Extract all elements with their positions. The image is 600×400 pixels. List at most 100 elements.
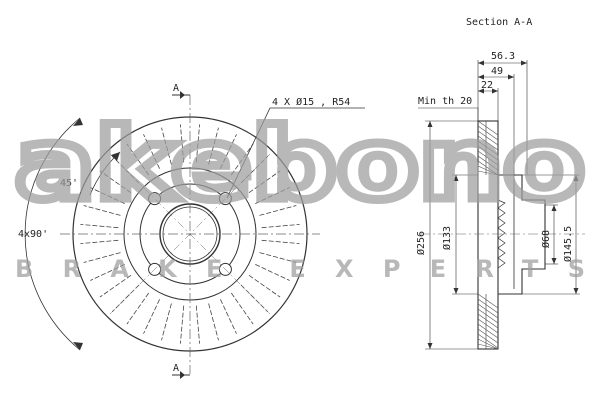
dim-outer-diameter-label: Ø256 <box>415 231 427 255</box>
vent-slot <box>143 299 160 334</box>
vent-slot <box>90 187 125 204</box>
vent-slot <box>220 134 237 169</box>
hatch-line <box>477 120 499 136</box>
bolt-pattern-leader <box>226 107 365 199</box>
dim-overall-arrow-r <box>521 60 527 66</box>
vent-slot <box>99 170 132 194</box>
vent-slot <box>240 284 269 313</box>
division-arc-arrow-bottom <box>73 342 83 350</box>
vent-slot <box>83 252 121 263</box>
vent-slot <box>195 305 200 344</box>
vent-slot <box>261 239 300 244</box>
dim-center-bore-label: Ø68 <box>540 230 552 248</box>
vent-slot <box>195 124 200 163</box>
vent-slot <box>259 252 297 263</box>
vent-slot <box>126 292 150 325</box>
front-view <box>24 91 365 379</box>
division-angle-arc <box>24 117 81 351</box>
section-marker-top-arrow <box>180 91 185 99</box>
hatch-line <box>477 125 499 141</box>
vent-slot <box>180 305 185 344</box>
dim-outer-arrow-t <box>427 121 433 127</box>
hatch-line <box>477 298 499 314</box>
hatch-line <box>477 140 499 156</box>
division-arc-arrow-top <box>73 118 83 126</box>
hatch-line <box>477 145 499 161</box>
dim-hub-arrow-t <box>453 175 459 181</box>
dim-thickness-arrow-l <box>478 88 484 94</box>
vent-slot <box>99 274 132 298</box>
dim-hub-arrow-b <box>453 288 459 294</box>
watermark: akebono BRAKE EXPERTS <box>11 104 590 284</box>
section-marker-bottom-label: A <box>173 363 179 374</box>
hatch-line <box>477 338 499 350</box>
vent-slot <box>126 143 150 176</box>
vent-slot <box>220 299 237 334</box>
hatch-line <box>477 313 499 329</box>
dim-outer-arrow-b <box>427 343 433 349</box>
hatch-line <box>477 328 499 344</box>
ventilation-slots <box>80 124 300 344</box>
vent-slot <box>230 292 254 325</box>
vent-slot <box>208 303 219 341</box>
min-thickness-leader <box>418 107 479 121</box>
vent-slot <box>111 284 140 313</box>
hatch-line <box>477 323 499 339</box>
dim-hub-diameter-label: Ø133 <box>441 226 453 250</box>
hatch-line <box>477 150 499 166</box>
min-thickness-label: Min th 20 <box>418 96 472 107</box>
vent-slot <box>248 274 281 298</box>
vent-slot <box>143 134 160 169</box>
dim-bore-arrow-t <box>551 205 557 211</box>
diagonal-centerline-b <box>109 153 271 315</box>
vent-slot <box>80 224 119 229</box>
vent-slot <box>161 303 172 341</box>
bolt-pattern-label: 4 X Ø15 , R54 <box>272 96 350 108</box>
vent-slot <box>261 224 300 229</box>
watermark-brand: akebono <box>15 108 585 222</box>
section-view <box>418 60 585 350</box>
hatch-line <box>477 130 499 146</box>
hatch-line <box>477 303 499 319</box>
hatch-line <box>477 165 499 176</box>
dim-thickness-label: 22 <box>481 80 493 91</box>
hatch-line <box>477 333 499 349</box>
vent-slot <box>248 170 281 194</box>
vent-slot <box>240 155 269 184</box>
vent-slot <box>90 264 125 281</box>
hatch-line <box>477 155 499 171</box>
section-marker-bottom-arrow <box>180 371 185 379</box>
hat-profile-bottom <box>498 234 546 295</box>
dim-pcd-arrow-b <box>573 288 579 294</box>
vent-slot <box>259 205 297 216</box>
section-marker-top-label: A <box>173 83 179 94</box>
hub-serration <box>497 199 506 269</box>
hatch-line <box>477 170 499 176</box>
dim-bore-arrow-b <box>551 258 557 264</box>
dim-hat-height-label: 49 <box>491 66 503 77</box>
hatch-line <box>477 160 499 176</box>
dim-overall-arrow-l <box>478 60 484 66</box>
angle-label: 45' <box>60 178 78 189</box>
vent-slot <box>83 205 121 216</box>
dim-pcd-label: Ø145.5 <box>562 226 574 262</box>
hatch-line <box>477 135 499 151</box>
dim-hat-arrow-r <box>508 74 514 80</box>
hatch-line <box>477 318 499 334</box>
hatch-line <box>477 308 499 324</box>
hatch-line <box>477 343 499 350</box>
dim-pcd-arrow-t <box>573 175 579 181</box>
friction-ring-section <box>477 120 499 350</box>
vent-slot <box>161 127 172 165</box>
vent-slot <box>255 187 290 204</box>
vent-slot <box>80 239 119 244</box>
section-hatching <box>477 120 499 350</box>
vent-slot <box>180 124 185 163</box>
watermark-tagline: BRAKE EXPERTS <box>15 255 585 283</box>
vent-slot <box>230 143 254 176</box>
angle-arc-arrow <box>111 152 120 161</box>
section-title: Section A-A <box>466 17 532 28</box>
dim-thickness-arrow-r <box>492 88 498 94</box>
